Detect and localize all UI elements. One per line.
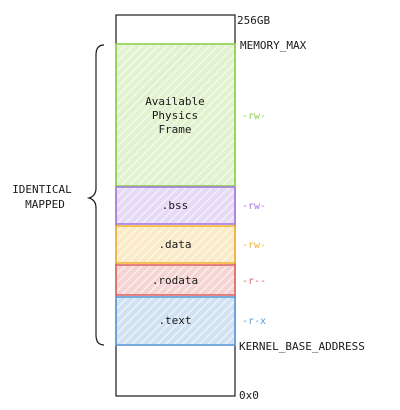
section-frame-permission: -rw-	[242, 111, 266, 122]
section-text-hatch	[117, 298, 234, 344]
section-rodata-permission: -r--	[242, 276, 266, 287]
section-text: .text -r-x	[115, 296, 266, 346]
section-bss: .bss -rw-	[115, 186, 266, 225]
section-frame-label-line-2: Physics	[152, 109, 198, 122]
section-data-permission: -rw-	[242, 240, 266, 251]
section-bss-label-line-1: .bss	[162, 199, 189, 212]
section-bss-hatch	[117, 188, 234, 223]
section-text-permission: -r-x	[242, 316, 266, 327]
address-kernel-base-label: KERNEL_BASE_ADDRESS	[239, 340, 365, 353]
address-memory-max-label: MEMORY_MAX	[240, 39, 307, 52]
section-rodata-hatch	[117, 266, 234, 294]
section-frame-hatch	[117, 45, 234, 185]
section-data-label-line-1: .data	[158, 238, 191, 251]
section-frame-label-line-1: Available	[145, 95, 205, 108]
identical-mapped-label-line-2: MAPPED	[25, 198, 65, 211]
section-data: .data -rw-	[115, 225, 266, 264]
section-data-hatch	[117, 227, 234, 262]
section-rodata: .rodata -r--	[115, 264, 266, 296]
section-bss-permission: -rw-	[242, 201, 266, 212]
section-frame-label-line-3: Frame	[158, 123, 191, 136]
identical-mapped-label-line-1: IDENTICAL	[12, 183, 72, 196]
address-top-label: 256GB	[237, 14, 270, 27]
address-bottom-label: 0x0	[239, 389, 259, 402]
section-rodata-label-line-1: .rodata	[152, 274, 198, 287]
section-text-label-line-1: .text	[158, 314, 191, 327]
identical-mapped-bracket	[86, 44, 105, 346]
